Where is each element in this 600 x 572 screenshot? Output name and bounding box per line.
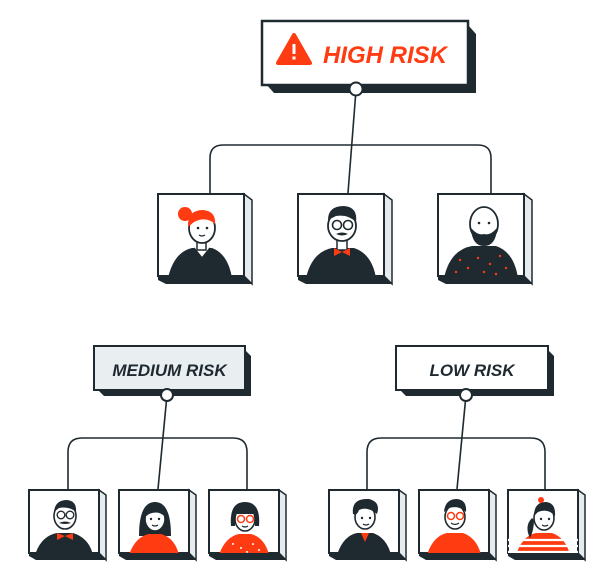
low-risk-label: LOW RISK — [430, 361, 517, 380]
person-card-high-2 — [297, 192, 393, 286]
connector-lines — [67, 89, 546, 490]
medium-risk-node — [160, 388, 174, 402]
person-card-low-1 — [328, 488, 407, 562]
person-card-medium-1 — [28, 488, 107, 562]
warning-triangle-icon — [276, 33, 312, 65]
boy-swept-hair-avatar — [337, 498, 391, 553]
person-card-medium-3 — [208, 488, 287, 562]
woman-long-hair-avatar — [129, 502, 179, 553]
woman-bob-red-glasses-avatar — [219, 502, 269, 553]
low-risk-box: LOW RISK — [395, 345, 554, 402]
woman-red-hair-avatar — [168, 207, 232, 276]
high-risk-node — [348, 81, 364, 97]
person-card-high-1 — [157, 192, 253, 286]
person-card-low-3 — [507, 488, 586, 562]
high-risk-label: HIGH RISK — [323, 42, 449, 69]
person-card-low-2 — [418, 488, 497, 562]
low-risk-node — [459, 388, 473, 402]
medium-risk-box: MEDIUM RISK — [93, 345, 251, 402]
man-glasses-mustache-bowtie-avatar — [35, 500, 93, 553]
girl-ponytail-striped-shirt-avatar — [508, 497, 578, 553]
man-red-glasses-avatar — [427, 499, 481, 553]
bald-bearded-man-avatar — [444, 206, 518, 276]
medium-risk-label: MEDIUM RISK — [112, 361, 228, 380]
person-card-medium-2 — [118, 488, 197, 562]
person-card-high-3 — [437, 192, 533, 286]
man-glasses-bowtie-avatar — [306, 206, 376, 276]
high-risk-box: HIGH RISK — [260, 19, 476, 97]
